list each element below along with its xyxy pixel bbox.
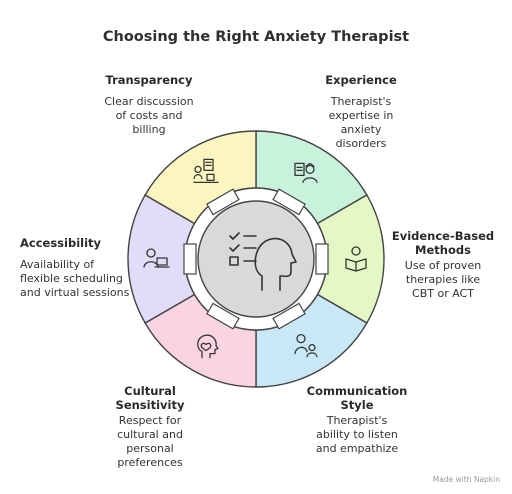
heart-head-icon [197, 334, 219, 359]
label-title: Communication Style [306, 384, 408, 412]
label-accessibility: Accessibility Availability of flexible s… [20, 236, 130, 300]
label-communication: Communication Style Therapist's ability … [301, 384, 413, 456]
label-description: Respect for cultural and personal prefer… [117, 414, 183, 469]
label-description: Clear discussion of costs and billing [104, 95, 194, 136]
label-title: Evidence-Based Methods [391, 229, 495, 257]
label-evidence: Evidence-Based Methods Use of proven the… [388, 229, 498, 301]
ring-notch [206, 188, 240, 216]
billing-icon [193, 158, 219, 184]
laptop-user-icon [143, 248, 170, 268]
doctor-icon [294, 162, 318, 184]
diagram-title: Choosing the Right Anxiety Therapist [102, 29, 410, 45]
ring-notch [315, 243, 329, 275]
checklist-head-icon [229, 232, 297, 291]
ring-notch [272, 302, 306, 330]
reading-icon [345, 246, 367, 272]
label-cultural: Cultural Sensitivity Respect for cultura… [95, 384, 205, 470]
ring-notch [272, 188, 306, 216]
label-experience: Experience Therapist's expertise in anxi… [296, 73, 426, 151]
label-title: Cultural Sensitivity [115, 384, 185, 412]
label-title: Accessibility [20, 236, 102, 250]
label-title: Experience [325, 73, 397, 87]
label-description: Therapist's ability to listen and empath… [315, 414, 399, 455]
napkin-watermark: Made with Napkin [432, 475, 500, 484]
label-description: Therapist's expertise in anxiety disorde… [328, 95, 394, 150]
label-title: Transparency [105, 73, 193, 87]
listening-icon [294, 333, 318, 358]
label-transparency: Transparency Clear discussion of costs a… [84, 73, 214, 137]
ring-notch [206, 302, 240, 330]
label-description: Availability of flexible scheduling and … [20, 258, 130, 299]
ring-notch [183, 243, 197, 275]
label-description: Use of proven therapies like CBT or ACT [404, 259, 482, 300]
